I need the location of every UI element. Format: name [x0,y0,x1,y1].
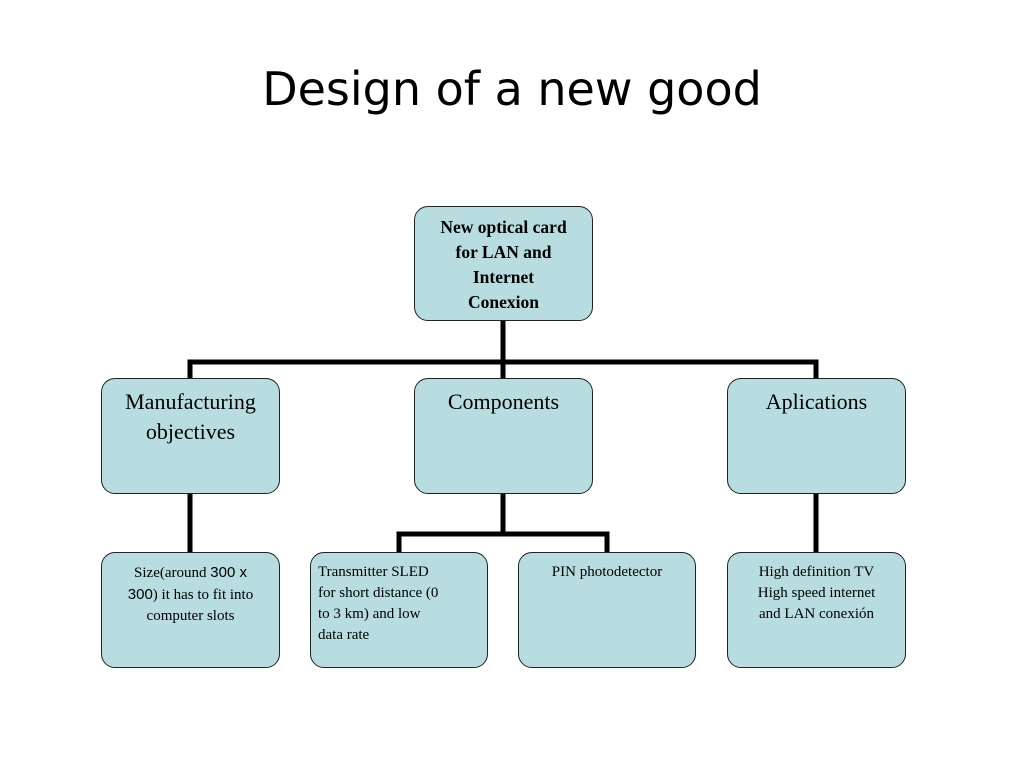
node-aplications: Aplications [727,378,906,494]
node-line: High definition TV [758,564,875,580]
node-text: ) it has to fit into [152,587,254,603]
node-pin-photodetector: PIN photodetector [518,552,696,668]
node-line: New optical card [440,217,567,237]
node-line: Internet [472,267,535,287]
node-line: Transmitter SLED [318,564,429,580]
node-line: to 3 km) and low [318,606,421,622]
node-number: 300 x [210,564,247,581]
node-manufacturing-objectives: Manufacturing objectives [101,378,280,494]
node-line: data rate [318,627,370,643]
node-line: 300) it has to fit into [102,584,279,606]
node-line: High speed internet [757,585,876,601]
node-number: 300 [127,586,153,603]
node-line: PIN photodetector [551,564,663,580]
node-line: Size(around 300 x [102,562,279,584]
node-line: computer slots [146,608,235,624]
node-line: Components [447,389,560,414]
node-line: and LAN conexión [759,606,874,622]
node-line: for LAN and [455,242,552,262]
node-new-optical-card: New optical card for LAN and Internet Co… [414,206,593,321]
node-line: objectives [145,419,236,444]
node-applications-list: High definition TV High speed internet a… [727,552,906,668]
node-components: Components [414,378,593,494]
node-text: Size(around [134,565,211,581]
node-line: Aplications [765,389,868,414]
node-size: Size(around 300 x 300) it has to fit int… [101,552,280,668]
node-line: Manufacturing [125,389,256,414]
node-transmitter-sled: Transmitter SLED for short distance (0 t… [310,552,488,668]
slide-title: Design of a new good [262,62,762,116]
node-line: for short distance (0 [318,585,439,601]
node-line: Conexion [468,292,539,312]
